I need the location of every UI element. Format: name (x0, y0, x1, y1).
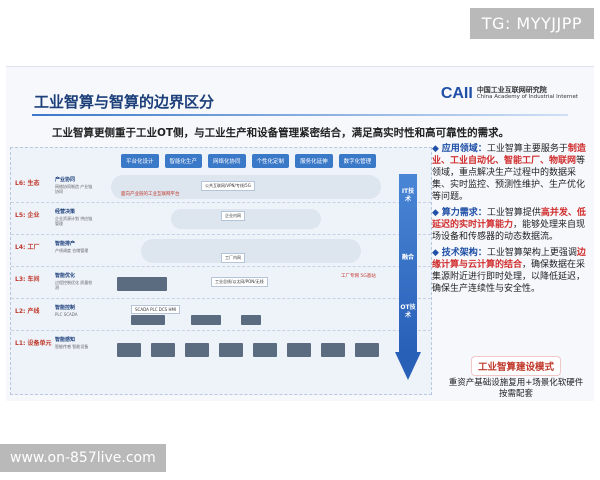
logo-name-cn: 中国工业互联网研究院 (476, 86, 547, 94)
level-l3: L3: 车间 智能优化 过程控制优化 质量检测 工业总线/以太网/PON/无线 … (11, 268, 431, 299)
top-box: 数字化管理 (338, 154, 377, 168)
level-label: L2: 产线 (15, 308, 40, 315)
top-box: 智能化生产 (164, 154, 203, 168)
level-desc: 经营决策 (55, 209, 76, 215)
level-desc: 产业协同 (55, 177, 76, 183)
level-label: L1: 设备单元 (15, 340, 52, 347)
arrow-label-fusion: 融合 (401, 254, 414, 261)
side-points: ◆ 应用领域：工业智算主要服务于制造业、工业自动化、智能工厂、物联网等领域，重点… (432, 143, 592, 299)
level-sub: 企业资源计划 供应链管理 (55, 216, 93, 226)
build-mode-desc: 重资产基础设施复用+场景化软硬件按需配套 (448, 378, 584, 399)
network-chip: SCADA PLC DCS HMI (131, 305, 181, 314)
level-desc: 智能排产 (55, 241, 76, 247)
point-head: 技术架构： (441, 248, 487, 258)
level-l5: L5: 企业 经营决策 企业资源计划 供应链管理 企业内网 (11, 204, 431, 235)
level-sub: PLC SCADA (55, 312, 78, 317)
level-desc: 智能感知 (55, 337, 76, 343)
hmi-device (241, 315, 261, 325)
machine-icon (253, 343, 277, 357)
red-note: 工厂专网 5G基站 (341, 274, 376, 279)
level-l2: L2: 产线 智能控制 PLC SCADA SCADA PLC DCS HMI (11, 300, 431, 331)
network-chip: 工业总线/以太网/PON/无线 (211, 277, 268, 287)
cloud (171, 209, 321, 229)
logo-text: 中国工业互联网研究院 China Academy of Industrial I… (477, 87, 578, 101)
architecture-diagram: 平台化设计 智能化生产 网络化协同 个性化定制 服务化延伸 数字化管理 L6: … (10, 147, 432, 395)
it-ot-arrow: IT技术 融合 OT技术 (395, 174, 421, 380)
top-box: 个性化定制 (251, 154, 290, 168)
level-sub: 网络协同制造 产业链协同 (55, 184, 93, 194)
logo-name-en: China Academy of Industrial Internet (476, 94, 578, 100)
machine-icon (321, 343, 345, 357)
logo-mark: CAII (440, 85, 473, 102)
arrow-label-it: IT技术 (401, 188, 415, 203)
machine-icon (151, 343, 175, 357)
network-chip: 工厂内网 (221, 253, 245, 263)
level-label: L5: 企业 (15, 212, 40, 219)
level-label: L3: 车间 (15, 276, 40, 283)
dcs-device (191, 315, 221, 325)
cabinet-icon (355, 343, 379, 357)
top-box: 平台化设计 (121, 154, 159, 168)
level-desc: 智能控制 (55, 305, 76, 311)
slide-subtitle: 工业智算更侧重于工业OT侧，与工业生产和设备管理紧密结合，满足高实时性和高可靠性… (52, 127, 510, 139)
point-compute: ◆ 算力需求：工业智算提供高并发、低延迟的实时计算能力，能够处理来自现场设备和传… (432, 208, 586, 242)
level-desc: 智能优化 (55, 273, 76, 279)
machine-icon (117, 343, 141, 357)
point-head: 算力需求： (441, 208, 487, 218)
point-application: ◆ 应用领域：工业智算主要服务于制造业、工业自动化、智能工厂、物联网等领域，重点… (432, 144, 586, 202)
title-underline (32, 114, 568, 116)
cloud (141, 239, 361, 263)
build-mode: 工业智算建设模式 重资产基础设施复用+场景化软硬件按需配套 (446, 355, 586, 400)
arrow-label-ot: OT技术 (400, 304, 416, 319)
watermark-bottom: www.on-857live.com (0, 444, 166, 472)
top-box: 服务化延伸 (295, 154, 333, 168)
level-l1: L1: 设备单元 智能感知 智能传感 智能设备 (11, 332, 431, 362)
level-sub: 产线调度 仓储管理 (55, 248, 89, 253)
slide-title: 工业智算与智算的边界区分 (34, 93, 215, 111)
top-boxes: 平台化设计 智能化生产 网络化协同 个性化定制 服务化延伸 数字化管理 (121, 154, 377, 168)
robot-icon (219, 343, 243, 357)
level-l4: L4: 工厂 智能排产 产线调度 仓储管理 工厂内网 (11, 236, 431, 267)
level-sub: 过程控制优化 质量检测 (55, 280, 93, 290)
level-sub: 智能传感 智能设备 (55, 344, 89, 349)
top-box: 网络化协同 (208, 154, 246, 168)
build-mode-title: 工业智算建设模式 (471, 357, 560, 375)
machine-icon (287, 343, 311, 357)
server-rack (117, 277, 167, 291)
machine-icon (185, 343, 209, 357)
level-l6: L6: 生态 产业协同 网络协同制造 产业链协同 公共互联网/VPN/专线/5G… (11, 172, 431, 203)
watermark-top: TG: MYYJJPP (469, 8, 594, 39)
plc-device (131, 315, 165, 325)
point-head: 应用领域： (441, 144, 487, 154)
level-label: L4: 工厂 (15, 244, 40, 251)
slide: 工业智算与智算的边界区分 CAII 中国工业互联网研究院 China Acade… (6, 66, 594, 401)
network-chip: 公共互联网/VPN/专线/5G (201, 181, 255, 191)
red-note: 面向产业链的工业互联网平台 (121, 192, 180, 197)
caii-logo: CAII 中国工业互联网研究院 China Academy of Industr… (441, 85, 578, 103)
level-label: L6: 生态 (15, 180, 40, 187)
point-architecture: ◆ 技术架构：工业智算架构上更强调边缘计算与云计算的结合，确保数据在采集源附近进… (432, 248, 586, 294)
network-chip: 企业内网 (221, 211, 245, 221)
